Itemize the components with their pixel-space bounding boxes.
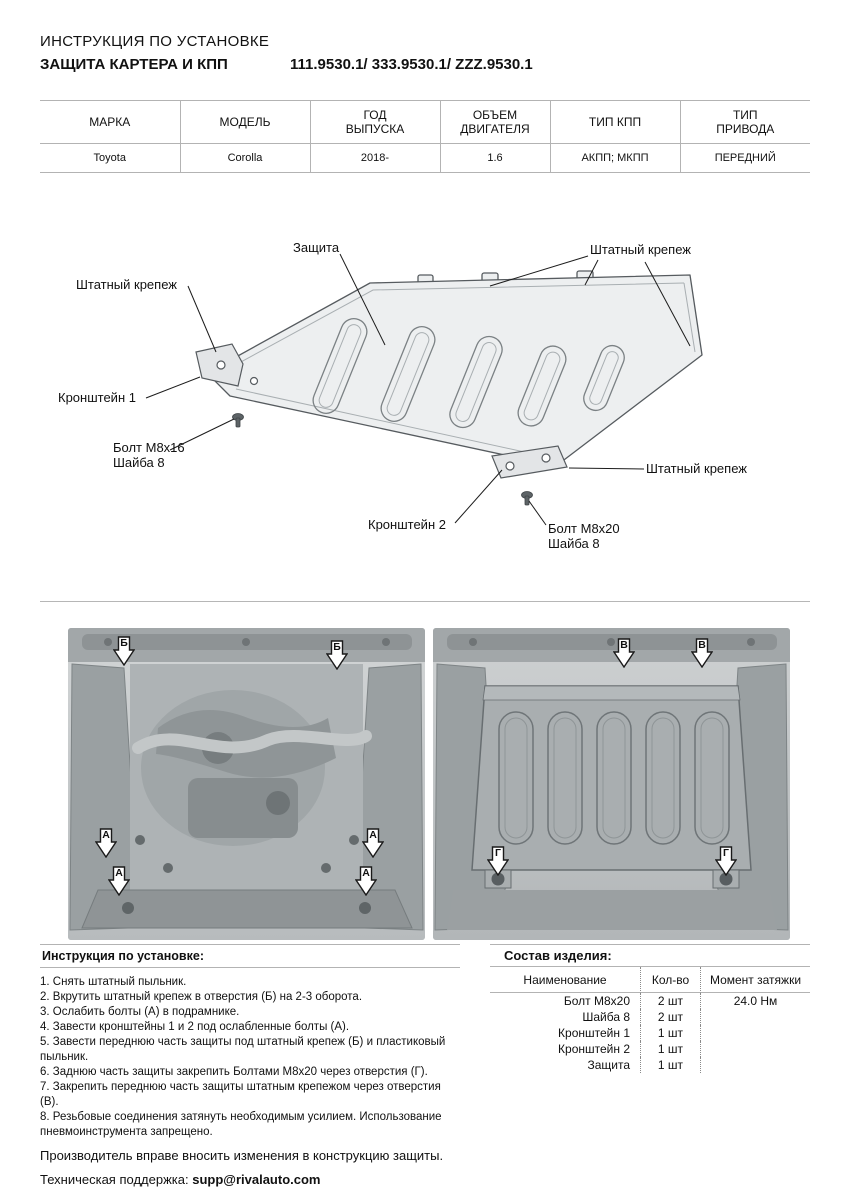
label-factory-mount-top: Штатный крепеж [590, 242, 691, 257]
down-arrow-icon [691, 638, 713, 668]
marker-A-upper-right: А [362, 828, 384, 858]
instruction-step: 1. Снять штатный пыльник. [40, 976, 187, 988]
label-bracket-2: Кронштейн 2 [368, 517, 446, 532]
spec-value-year: 2018- [309, 143, 440, 173]
part-torque [700, 1025, 810, 1041]
marker-letter: Б [333, 641, 341, 653]
label-bracket-1: Кронштейн 1 [58, 390, 136, 405]
doc-type-title: ИНСТРУКЦИЯ ПО УСТАНОВКЕ [40, 33, 270, 50]
down-arrow-icon [362, 828, 384, 858]
parts-table: Наименование Кол-во Момент затяжки Болт … [490, 967, 810, 1073]
label-factory-mount-right: Штатный крепеж [646, 461, 747, 476]
part-torque [700, 1009, 810, 1025]
part-qty: 2 шт [640, 993, 700, 1009]
support-line: Техническая поддержка: supp@rivalauto.co… [40, 1172, 320, 1187]
marker-G-left: Г [487, 846, 509, 876]
installation-instructions: Инструкция по установке: 1. Снять штатны… [40, 944, 460, 1140]
down-arrow-icon [108, 866, 130, 896]
label-bolt-m8x20: Болт М8х20 Шайба 8 [548, 521, 620, 551]
parts-list: Состав изделия: Наименование Кол-во Моме… [490, 944, 810, 1073]
marker-B-left: Б [113, 636, 135, 666]
instruction-step: 2. Вкрутить штатный крепеж в отверстия (… [40, 991, 363, 1003]
instruction-step: 6. Заднюю часть защиты закрепить Болтами… [40, 1066, 428, 1078]
label-factory-mount-left: Штатный крепеж [76, 277, 177, 292]
marker-A-lower-right: А [355, 866, 377, 896]
support-label: Техническая поддержка: [40, 1172, 189, 1187]
part-name: Шайба 8 [582, 1010, 630, 1024]
spec-value-brand: Toyota [40, 143, 180, 173]
instruction-step: 7. Закрепить переднюю часть защиты штатн… [40, 1081, 441, 1108]
down-arrow-icon [95, 828, 117, 858]
part-name: Защита [587, 1058, 630, 1072]
marker-V-left: В [613, 638, 635, 668]
section-divider [40, 601, 810, 602]
manufacturer-disclaimer: Производитель вправе вносить изменения в… [40, 1148, 444, 1163]
support-email: supp@rivalauto.com [192, 1172, 321, 1187]
spec-header-engine: ОБЪЕМ ДВИГАТЕЛЯ [439, 100, 550, 144]
marker-letter: В [620, 639, 628, 651]
spec-value-engine: 1.6 [439, 143, 550, 173]
spec-header-brand: МАРКА [40, 100, 180, 144]
spec-value-gearbox: АКПП; МКПП [549, 143, 680, 173]
down-arrow-icon [326, 640, 348, 670]
spec-header-model: МОДЕЛЬ [179, 100, 310, 144]
down-arrow-icon [715, 846, 737, 876]
marker-V-right: В [691, 638, 713, 668]
spec-value-row: Toyota Corolla 2018- 1.6 АКПП; МКПП ПЕРЕ… [40, 143, 810, 173]
marker-letter: Г [723, 847, 729, 859]
part-torque [700, 1041, 810, 1057]
marker-letter: А [102, 829, 110, 841]
marker-letter: А [362, 867, 370, 879]
marker-G-right: Г [715, 846, 737, 876]
down-arrow-icon [355, 866, 377, 896]
marker-A-upper-left: А [95, 828, 117, 858]
instruction-step: 4. Завести кронштейны 1 и 2 под ослаблен… [40, 1021, 350, 1033]
label-bolt-m8x16: Болт М8х16 Шайба 8 [113, 440, 185, 470]
marker-letter: А [115, 867, 123, 879]
instruction-step: 3. Ослабить болты (А) в подрамнике. [40, 1006, 240, 1018]
spec-header-row: МАРКА МОДЕЛЬ ГОД ВЫПУСКА ОБЪЕМ ДВИГАТЕЛЯ… [40, 100, 810, 144]
instructions-title: Инструкция по установке: [40, 944, 460, 968]
product-title-row: ЗАЩИТА КАРТЕРА И КПП 111.9530.1/ 333.953… [40, 56, 533, 73]
down-arrow-icon [487, 846, 509, 876]
marker-A-lower-left: А [108, 866, 130, 896]
marker-B-right: Б [326, 640, 348, 670]
instruction-step: 5. Завести переднюю часть защиты под шта… [40, 1036, 446, 1063]
parts-header-torque: Момент затяжки [700, 967, 810, 993]
skid-plate-diagram [145, 253, 703, 526]
down-arrow-icon [113, 636, 135, 666]
spec-header-year: ГОД ВЫПУСКА [309, 100, 440, 144]
label-plate: Защита [293, 240, 340, 255]
part-name: Кронштейн 1 [558, 1026, 630, 1040]
underside-before-image [68, 628, 425, 940]
marker-letter: Б [120, 637, 128, 649]
part-torque: 24.0 Нм [700, 993, 810, 1009]
spec-header-gearbox: ТИП КПП [549, 100, 680, 144]
photo-underside-after: В В Г Г [433, 628, 790, 940]
parts-title: Состав изделия: [490, 944, 810, 967]
part-qty: 1 шт [640, 1025, 700, 1041]
instructions-steps: 1. Снять штатный пыльник. 2. Вкрутить шт… [40, 968, 460, 1140]
part-torque [700, 1057, 810, 1073]
marker-letter: А [369, 829, 377, 841]
part-name: Болт М8х20 [563, 994, 630, 1008]
marker-letter: Г [495, 847, 501, 859]
spec-value-model: Corolla [179, 143, 310, 173]
spec-header-drive: ТИП ПРИВОДА [679, 100, 810, 144]
underside-after-image [433, 628, 790, 940]
parts-header-qty: Кол-во [640, 967, 700, 993]
part-qty: 2 шт [640, 1009, 700, 1025]
spec-value-drive: ПЕРЕДНИЙ [679, 143, 810, 173]
instruction-step: 8. Резьбовые соединения затянуть необход… [40, 1111, 442, 1138]
down-arrow-icon [613, 638, 635, 668]
part-name: Кронштейн 2 [558, 1042, 630, 1056]
part-qty: 1 шт [640, 1057, 700, 1073]
part-qty: 1 шт [640, 1041, 700, 1057]
product-name: ЗАЩИТА КАРТЕРА И КПП [40, 56, 228, 73]
spec-table: МАРКА МОДЕЛЬ ГОД ВЫПУСКА ОБЪЕМ ДВИГАТЕЛЯ… [40, 100, 810, 173]
part-numbers: 111.9530.1/ 333.9530.1/ ZZZ.9530.1 [290, 56, 533, 73]
parts-header-name: Наименование [490, 967, 640, 993]
photo-underside-before: Б Б А А А А [68, 628, 425, 940]
marker-letter: В [698, 639, 706, 651]
